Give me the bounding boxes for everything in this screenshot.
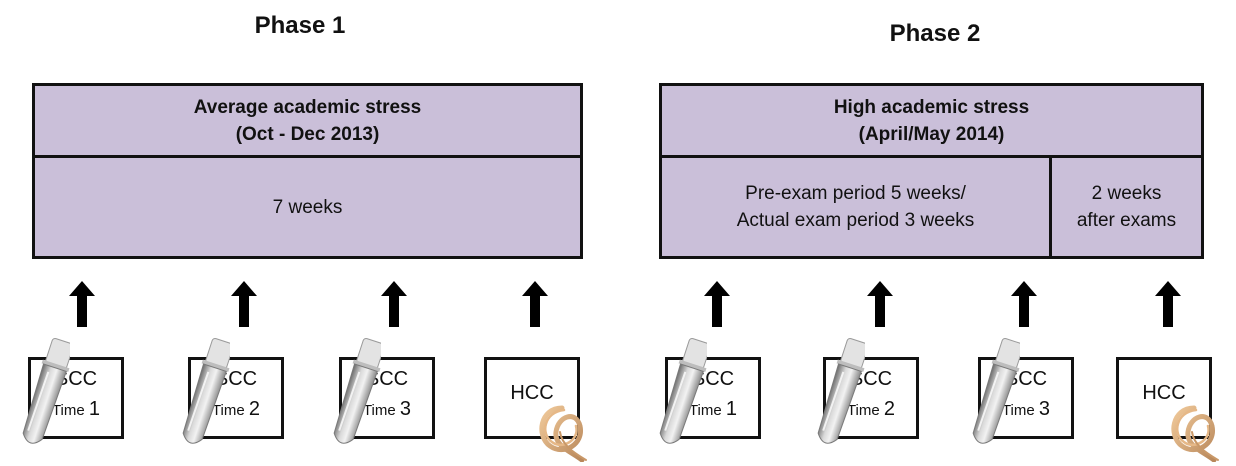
phase-2-exam-period-line-1: Pre-exam period 5 weeks/ (745, 183, 966, 204)
sample-time-label: Time (1001, 402, 1035, 419)
saliva-tube-icon (657, 336, 707, 454)
sample-time-label: Time (211, 402, 245, 419)
sample-time: Time 1 (31, 398, 121, 421)
phase-2-date-range: (April/May 2014) (858, 123, 1005, 145)
sample-time: Time 3 (981, 398, 1071, 421)
phase-2-exam-period-box: Pre-exam period 5 weeks/ Actual exam per… (659, 155, 1052, 259)
phase-1-header-box: Average academic stress (Oct - Dec 2013) (32, 83, 583, 158)
up-arrow-icon (522, 281, 548, 327)
sample-time: Time 3 (342, 398, 432, 421)
sample-code: HCC (1142, 382, 1186, 404)
sample-code: HCC (510, 382, 554, 404)
up-arrow-icon (381, 281, 407, 327)
phase-2-after-exams-box: 2 weeks after exams (1049, 155, 1204, 259)
saliva-tube-icon (331, 336, 381, 454)
phase-2-after-exams-line-1: 2 weeks (1091, 183, 1162, 204)
up-arrow-icon (69, 281, 95, 327)
phase-2-stress-label: High academic stress (833, 96, 1030, 118)
sample-time-number: 3 (399, 398, 412, 420)
phase-2-exam-period-line-2: Actual exam period 3 weeks (736, 210, 975, 231)
phase-2-after-exams-line-2: after exams (1076, 210, 1177, 231)
sample-time-label: Time (688, 402, 722, 419)
phase-1-date-range: (Oct - Dec 2013) (235, 123, 380, 145)
up-arrow-icon (231, 281, 257, 327)
phase-2-title: Phase 2 (889, 20, 981, 47)
sample-time: Time 2 (191, 398, 281, 421)
phase-2-header-box: High academic stress (April/May 2014) (659, 83, 1204, 158)
sample-time: Time 2 (826, 398, 916, 421)
sample-time-label: Time (362, 402, 396, 419)
sample-time-number: 2 (248, 398, 261, 420)
sample-time-label: Time (51, 402, 85, 419)
phase-1-stress-label: Average academic stress (193, 96, 422, 118)
up-arrow-icon (1011, 281, 1037, 327)
sample-time: Time 1 (668, 398, 758, 421)
saliva-tube-icon (815, 336, 865, 454)
sample-time-label: Time (846, 402, 880, 419)
saliva-tube-icon (970, 336, 1020, 454)
hair-strand-icon (1164, 402, 1222, 462)
phase-2-sample-hcc: HCC (1116, 357, 1212, 439)
sample-time-number: 1 (88, 398, 101, 420)
up-arrow-icon (1155, 281, 1181, 327)
sample-time-number: 3 (1038, 398, 1051, 420)
sample-time-number: 2 (883, 398, 896, 420)
sample-time-number: 1 (725, 398, 738, 420)
saliva-tube-icon (180, 336, 230, 454)
hair-strand-icon (532, 402, 590, 462)
phase-1-period-label: 7 weeks (272, 196, 343, 218)
saliva-tube-icon (20, 336, 70, 454)
phase-1-title: Phase 1 (254, 12, 346, 39)
phase-1-period-box: 7 weeks (32, 155, 583, 259)
up-arrow-icon (704, 281, 730, 327)
phase-1-sample-hcc: HCC (484, 357, 580, 439)
up-arrow-icon (867, 281, 893, 327)
